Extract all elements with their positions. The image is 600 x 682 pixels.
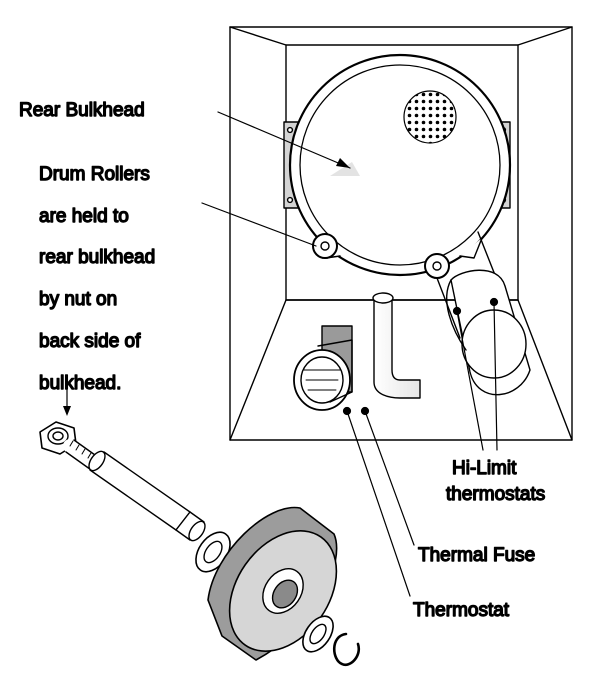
leader-thermostat (346, 410, 411, 597)
label-rear-bulkhead: Rear Bulkhead (19, 100, 145, 121)
leader-drum-rollers (201, 202, 317, 247)
retaining-clip (332, 632, 361, 667)
leader-hi-limit-2 (493, 301, 498, 451)
rear-bulkhead-drum (288, 53, 512, 277)
heater-duct (436, 231, 531, 396)
drum-roller-right (424, 253, 450, 279)
label-drum-rollers: Drum Rollers are held to rear bulkhead b… (38, 163, 156, 394)
leader-hi-limit-1 (456, 310, 484, 451)
drum-rollers-line-4: by nut on (39, 289, 117, 310)
drum-roller-left (312, 233, 338, 259)
glint-highlight (330, 162, 360, 176)
drum-rollers-line-3: rear bulkhead (39, 247, 155, 268)
drum-rollers-line-6: bulkhead. (39, 373, 121, 394)
label-thermostat: Thermostat (413, 600, 510, 621)
label-thermal-fuse: Thermal Fuse (418, 545, 535, 566)
roller-stud (63, 439, 206, 542)
label-hi-limit: Hi-Limit thermostats (445, 457, 546, 505)
drum-rollers-line-5: back side of (39, 331, 141, 352)
roller-wheel (207, 506, 338, 661)
drum-rollers-line-1: Drum Rollers (39, 164, 150, 185)
drum-vent-grille (403, 90, 457, 144)
washer-outer (302, 615, 334, 653)
burner-tube (293, 325, 353, 411)
drum-rollers-line-2: are held to (39, 206, 129, 227)
hi-limit-line-1: Hi-Limit (452, 458, 517, 479)
exhaust-tube (372, 292, 421, 399)
hi-limit-line-2: thermostats (446, 484, 545, 505)
leader-rear-bulkhead (217, 111, 351, 169)
leader-thermal-fuse (364, 410, 415, 546)
leader-lines (63, 111, 498, 597)
